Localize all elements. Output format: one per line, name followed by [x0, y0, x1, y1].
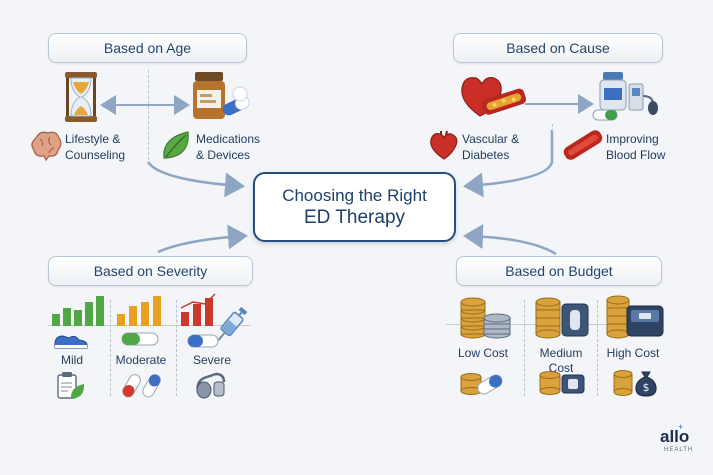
cause-divider	[552, 124, 553, 132]
severity-divider-2	[176, 300, 177, 396]
severity-title: Based on Severity	[48, 256, 253, 286]
severity-level-moderate: Moderate	[115, 353, 167, 367]
center-title-line2: ED Therapy	[303, 206, 406, 228]
coins-money-bag-icon: $	[613, 370, 657, 397]
medical-device-icon	[592, 72, 658, 121]
cause-right-label-1: Improving	[606, 132, 659, 146]
budget-level-low: Low Cost	[457, 346, 509, 360]
svg-text:$: $	[643, 381, 650, 394]
center-title-box: Choosing the Right ED Therapy	[253, 172, 456, 242]
hourglass-icon	[65, 72, 97, 122]
arrow-budget	[463, 223, 557, 256]
arrow-age	[146, 161, 245, 198]
budget-divider-2	[597, 300, 598, 396]
arrow-cause	[463, 130, 554, 198]
budget-title-text: Based on Budget	[505, 263, 613, 279]
heart-icon	[430, 130, 458, 160]
sneaker-icon	[54, 335, 88, 349]
severity-title-text: Based on Severity	[93, 263, 208, 279]
pills-icon	[122, 374, 161, 398]
severe-bars-icon	[180, 293, 216, 326]
age-right-label-2: & Devices	[196, 148, 251, 162]
age-title: Based on Age	[48, 33, 247, 63]
cause-left-label-1: Vascular &	[462, 132, 520, 146]
leaf-icon	[163, 131, 189, 159]
budget-level-high: High Cost	[606, 346, 660, 360]
cause-title-text: Based on Cause	[506, 40, 610, 56]
logo-subtext: HEALTH	[664, 447, 694, 453]
age-divider	[148, 70, 149, 160]
clipboard-leaf-icon	[57, 372, 85, 399]
moderate-bars-icon	[117, 296, 161, 326]
coins-pill-icon	[460, 373, 503, 395]
capsule-green-icon	[121, 332, 159, 346]
coins-lock-icon	[539, 371, 585, 395]
age-right-label-1: Medications	[196, 132, 261, 146]
severity-level-mild: Mild	[60, 353, 83, 367]
budget-title: Based on Budget	[456, 256, 662, 286]
device-pump-icon	[196, 372, 226, 399]
medication-bottle-icon	[193, 72, 250, 119]
age-title-text: Based on Age	[103, 40, 192, 56]
cause-left-label-2: Diabetes	[462, 148, 510, 162]
syringe-icon	[217, 306, 248, 341]
severity-divider-1	[110, 300, 111, 396]
severity-level-severe: Severe	[192, 353, 232, 367]
heart-artery-icon	[461, 77, 527, 117]
cause-title: Based on Cause	[453, 33, 663, 63]
brain-icon	[31, 131, 62, 162]
center-title-line1: Choosing the Right	[282, 185, 427, 205]
logo-text: allo	[660, 427, 690, 446]
arrow-severity	[157, 224, 248, 254]
logo-plus-icon: +	[678, 422, 684, 432]
medium-cost-coins-icon	[535, 297, 589, 339]
age-left-label-1: Lifestyle &	[65, 132, 121, 146]
budget-divider-1	[524, 300, 525, 396]
capsule-blue-icon	[187, 334, 219, 348]
high-cost-coins-icon	[606, 295, 664, 339]
allo-health-logo: allo HEALTH +	[660, 422, 706, 458]
mild-bars-icon	[52, 296, 104, 326]
low-cost-coins-icon	[460, 297, 511, 339]
blood-vessel-icon	[563, 130, 603, 160]
cause-right-label-2: Blood Flow	[606, 148, 666, 162]
age-left-label-2: Counseling	[65, 148, 126, 162]
severity-baseline	[48, 325, 251, 326]
